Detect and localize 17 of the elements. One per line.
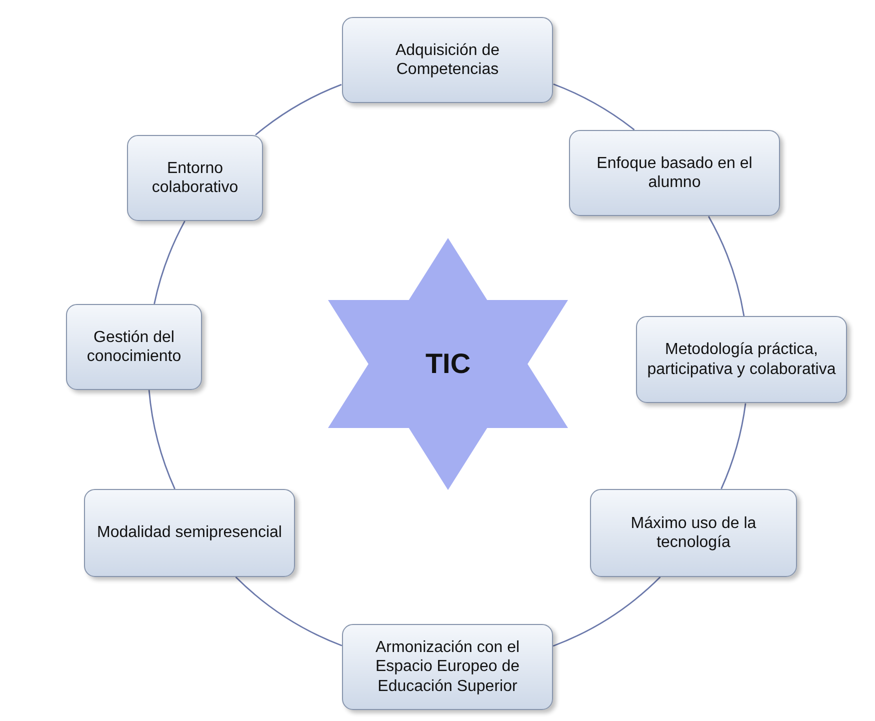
topic-box: Metodología práctica, participativa y colaborativa xyxy=(636,316,847,403)
connector-arc xyxy=(255,84,342,136)
connector-arc xyxy=(720,403,746,490)
connector-arc xyxy=(148,390,176,490)
star-label: TIC xyxy=(425,348,471,380)
topic-box: Entorno colaborativo xyxy=(127,135,263,221)
connector-arc xyxy=(235,576,342,646)
topic-box: Armonización con el Espacio Europeo de Educación Superior xyxy=(342,624,553,710)
connector-arc xyxy=(552,576,661,647)
topic-box: Gestión del conocimiento xyxy=(66,304,202,390)
topic-box: Adquisición de Competencias xyxy=(342,17,553,103)
connector-arc xyxy=(553,84,635,130)
topic-box: Enfoque basado en el alumno xyxy=(569,130,780,216)
connector-arc xyxy=(154,220,186,304)
connector-arc xyxy=(708,216,745,316)
topic-box: Modalidad semipresencial xyxy=(84,489,295,577)
topic-box: Máximo uso de la tecnología xyxy=(590,489,797,577)
